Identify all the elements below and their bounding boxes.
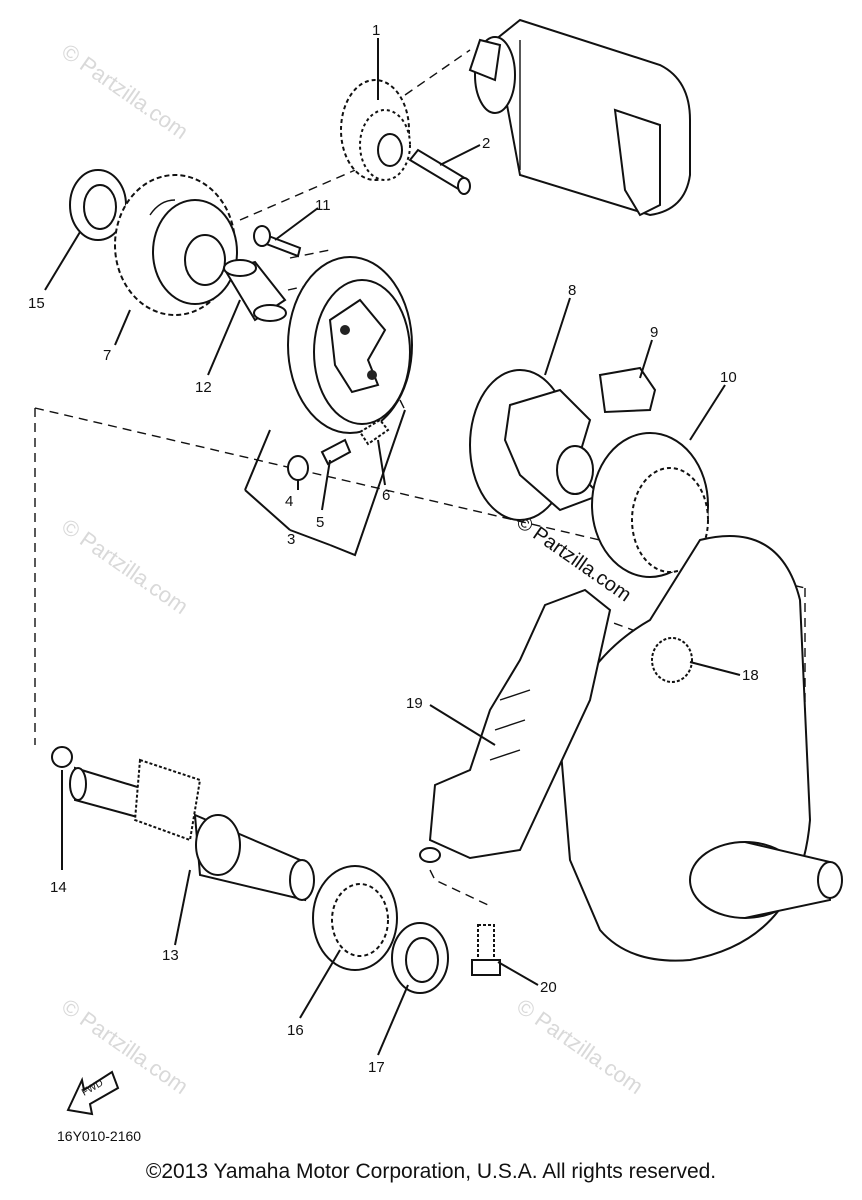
starter-wheel-gear [114, 174, 238, 316]
diagram-code: 16Y010-2160 [57, 1128, 142, 1144]
leader-line [377, 984, 409, 1056]
group-bracket [289, 529, 331, 546]
crankcase [558, 535, 843, 962]
callout-5: 5 [316, 514, 324, 531]
watermark: © Partzilla.com [512, 994, 648, 1100]
leader-line [439, 144, 481, 166]
leader-line [429, 704, 496, 746]
ball-14 [51, 746, 73, 768]
leader-line [497, 961, 539, 986]
callout-9: 9 [650, 324, 658, 341]
roller-4 [287, 455, 309, 481]
bearing-16 [312, 865, 398, 971]
leader-line [544, 297, 571, 376]
callout-18: 18 [742, 667, 759, 684]
callout-14: 14 [50, 879, 67, 896]
bolt-20 [471, 924, 501, 976]
starter-idler-gear [340, 79, 411, 181]
callout-19: 19 [406, 695, 423, 712]
fwd-arrow-icon: FWD [66, 1070, 120, 1116]
callout-8: 8 [568, 282, 576, 299]
spring-6 [358, 418, 390, 446]
callout-6: 6 [382, 487, 390, 504]
starter-clutch [287, 256, 413, 434]
starter-motor [468, 18, 691, 217]
leader-line [174, 869, 191, 946]
callout-16: 16 [287, 1022, 304, 1039]
leader-line [299, 949, 341, 1019]
watermark: © Partzilla.com [57, 994, 193, 1100]
idler-shaft-pin [408, 148, 471, 195]
group-bracket [244, 429, 271, 491]
callout-20: 20 [540, 979, 557, 996]
watermark: © Partzilla.com [57, 514, 193, 620]
callout-7: 7 [103, 347, 111, 364]
group-bracket [329, 409, 406, 557]
plunger-5 [320, 438, 352, 466]
shaft-13 [69, 758, 315, 902]
callout-11: 11 [315, 197, 331, 214]
bearing-15 [69, 169, 127, 241]
copyright-footer: ©2013 Yamaha Motor Corporation, U.S.A. A… [145, 1160, 717, 1183]
leader-line [114, 309, 131, 346]
callout-4: 4 [285, 493, 293, 510]
leader-line [321, 459, 331, 511]
callout-13: 13 [162, 947, 179, 964]
small-gear-18 [651, 637, 693, 683]
leader-line [207, 299, 241, 376]
bracket-19 [419, 588, 612, 863]
callout-2: 2 [482, 135, 490, 152]
callout-12: 12 [195, 379, 212, 396]
exploded-parts-diagram: © Partzilla.com © Partzilla.com © Partzi… [28, 18, 843, 1116]
leader-line [639, 339, 653, 379]
gear-drum-10 [591, 432, 709, 578]
assembly-boundary-line [34, 407, 806, 589]
alignment-line [404, 49, 471, 96]
alignment-line [429, 869, 489, 906]
clutch-housing-8 [469, 369, 602, 521]
leader-line [377, 439, 386, 486]
cam-9 [598, 366, 657, 414]
leader-line [44, 231, 81, 291]
callout-3: 3 [287, 531, 295, 548]
group-bracket [244, 489, 291, 531]
watermark: © Partzilla.com [57, 39, 193, 145]
leader-line [689, 384, 726, 441]
leader-line [689, 661, 741, 676]
callout-17: 17 [368, 1059, 385, 1076]
callout-10: 10 [720, 369, 737, 386]
alignment-line [399, 399, 406, 411]
bolt-11 [253, 225, 302, 258]
leader-line [274, 207, 319, 241]
callout-1: 1 [372, 22, 380, 39]
alignment-line [289, 249, 331, 259]
bushing-12 [223, 259, 287, 322]
oil-seal-17 [391, 922, 449, 994]
callout-15: 15 [28, 295, 45, 312]
alignment-line [239, 167, 361, 221]
